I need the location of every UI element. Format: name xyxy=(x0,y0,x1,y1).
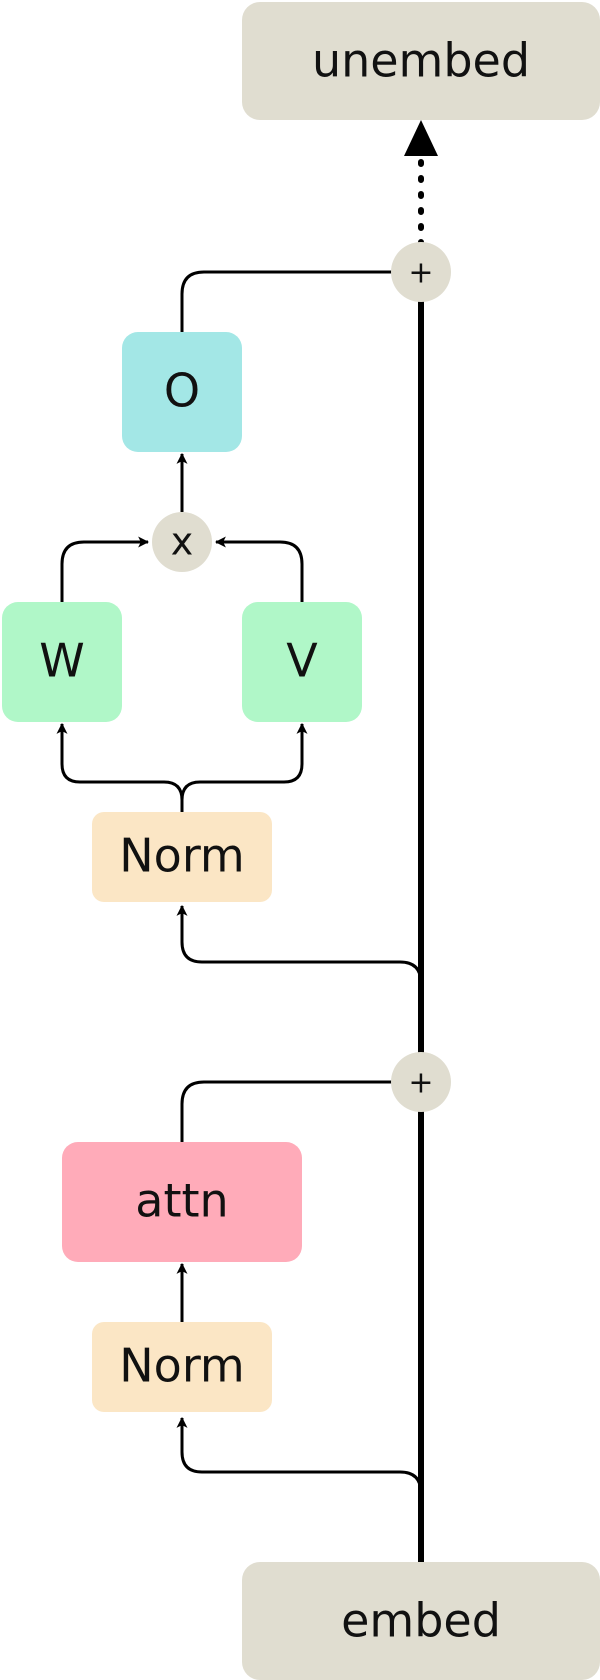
add-bottom-node: + xyxy=(391,1052,451,1112)
norm-upper-node: Norm xyxy=(92,812,272,902)
add-bottom-label: + xyxy=(408,1066,433,1101)
attn-node: attn xyxy=(62,1142,302,1262)
multiply-node: x xyxy=(152,512,212,572)
embed-label: embed xyxy=(341,1594,501,1648)
add-top-node: + xyxy=(391,242,451,302)
residual-to-norm-lower-line xyxy=(176,1416,423,1565)
unembed-node: unembed xyxy=(242,2,600,120)
attn-to-add-bottom-line xyxy=(180,1080,392,1142)
v-node: V xyxy=(242,602,362,722)
v-to-multiply-line xyxy=(214,536,304,602)
o-node: O xyxy=(122,332,242,452)
norm-upper-to-v-line xyxy=(180,722,308,812)
unembed-arrowhead xyxy=(404,120,438,156)
v-label: V xyxy=(286,634,318,688)
w-to-multiply-line xyxy=(60,536,150,602)
multiply-label: x xyxy=(171,520,194,564)
w-label: W xyxy=(39,634,84,688)
o-to-add-top-line xyxy=(180,270,392,332)
residual-to-norm-upper-line xyxy=(176,904,423,1052)
norm-upper-label: Norm xyxy=(119,829,244,883)
norm-lower-label: Norm xyxy=(119,1339,244,1393)
unembed-label: unembed xyxy=(312,34,530,88)
embed-node: embed xyxy=(242,1562,600,1680)
w-node: W xyxy=(2,602,122,722)
attn-label: attn xyxy=(135,1174,228,1228)
o-label: O xyxy=(164,364,200,418)
norm-lower-node: Norm xyxy=(92,1322,272,1412)
norm-upper-to-w-line xyxy=(56,722,184,812)
add-top-label: + xyxy=(408,256,433,291)
